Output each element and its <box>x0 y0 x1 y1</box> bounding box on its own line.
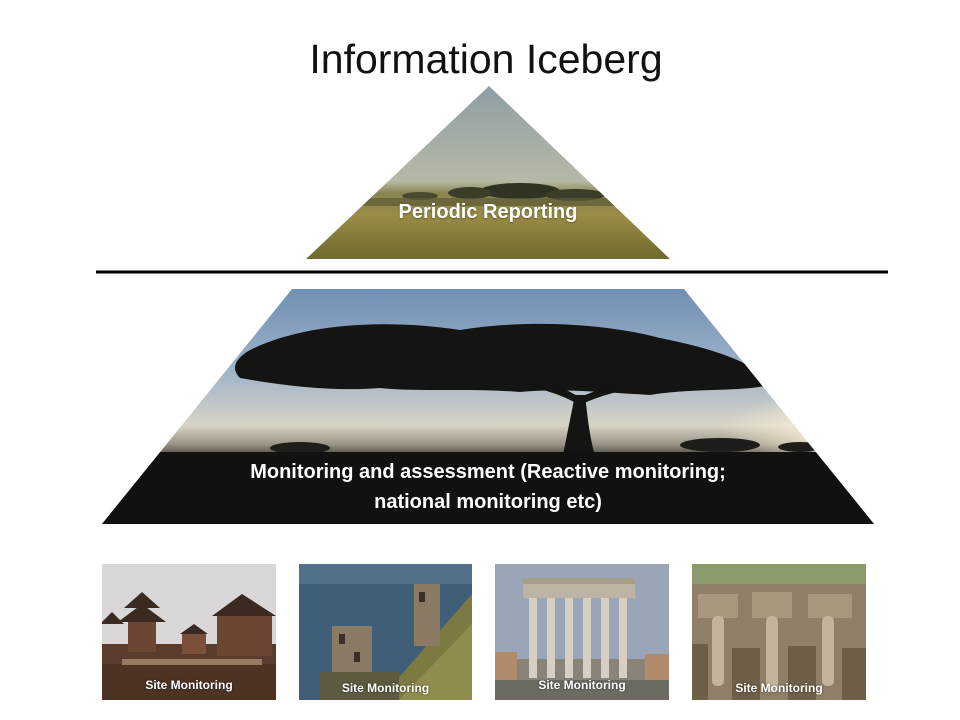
site-monitoring-photo-coastal-ruins: Site Monitoring <box>299 564 472 700</box>
monitoring-label-line-1: Monitoring and assessment (Reactive moni… <box>250 461 726 483</box>
monitoring-assessment-label: Monitoring and assessment (Reactive moni… <box>150 457 826 517</box>
pagoda-photo <box>102 564 276 700</box>
monitoring-assessment-pyramid <box>102 289 874 524</box>
monitoring-label-line-2: national monitoring etc) <box>374 491 602 513</box>
site-monitoring-photo-pagodas: Site Monitoring <box>102 564 276 700</box>
coastal-ruins-photo <box>299 564 472 700</box>
periodic-reporting-pyramid <box>306 86 670 259</box>
elephant-terrace-photo <box>692 564 866 700</box>
site-monitoring-label-1: Site Monitoring <box>145 678 233 692</box>
site-monitoring-photo-roman-columns: Site Monitoring <box>495 564 669 700</box>
site-monitoring-label-4: Site Monitoring <box>735 681 823 695</box>
site-monitoring-label-2: Site Monitoring <box>341 681 430 695</box>
site-monitoring-label-3: Site Monitoring <box>538 678 626 692</box>
diagram-title: Information Iceberg <box>309 36 663 82</box>
periodic-reporting-label: Periodic Reporting <box>398 201 578 223</box>
site-monitoring-photo-elephant-terrace: Site Monitoring <box>692 564 866 700</box>
roman-columns-photo <box>495 564 669 700</box>
